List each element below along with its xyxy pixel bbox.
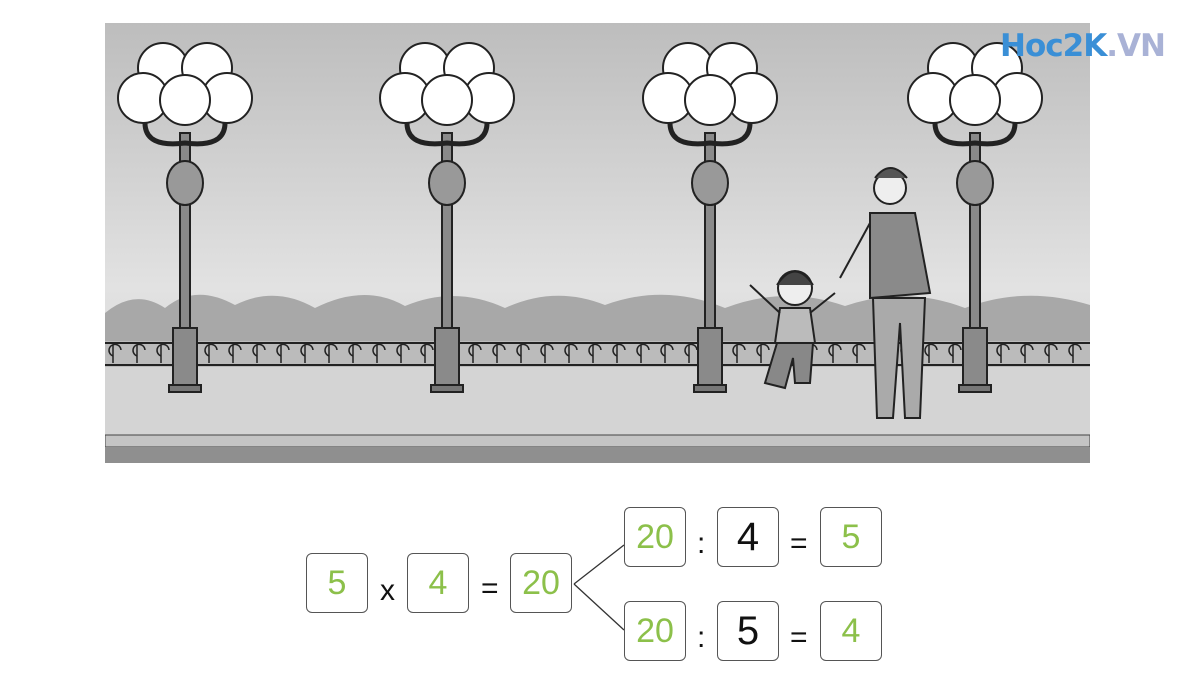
equals-sign-1: =: [790, 527, 808, 560]
logo-suffix: .VN: [1106, 28, 1166, 64]
equals-sign-2: =: [790, 621, 808, 654]
dividend-box-1: 20: [624, 507, 686, 567]
dividend-box-2: 20: [624, 601, 686, 661]
quotient-box-2: 4: [820, 601, 882, 661]
park-illustration: [105, 23, 1090, 463]
father-figure: [839, 167, 932, 419]
product-box: 20: [510, 553, 572, 613]
multiply-sign: x: [380, 574, 395, 607]
divisor-box-2: 5: [717, 601, 779, 661]
logo-text: Hoc2K: [1000, 28, 1107, 64]
factor-a-box: 5: [306, 553, 368, 613]
quotient-box-1: 5: [820, 507, 882, 567]
divisor-box-1: 4: [717, 507, 779, 567]
divide-sign-1: :: [697, 527, 706, 560]
equals-sign: =: [481, 572, 499, 605]
girl-figure: [749, 270, 836, 390]
factor-b-box: 4: [407, 553, 469, 613]
divide-sign-2: :: [697, 621, 706, 654]
hoc2k-logo: Hoc2K.VN: [1000, 28, 1166, 64]
